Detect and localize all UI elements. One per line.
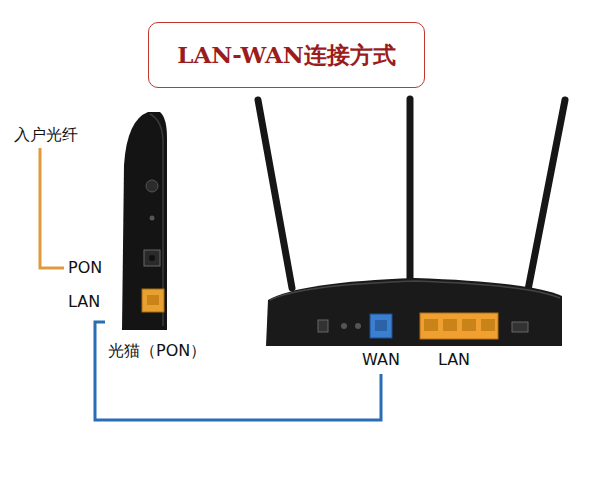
- port-label: LAN: [438, 350, 470, 369]
- title-box: LAN-WAN连接方式: [148, 22, 425, 88]
- port-label: LAN: [68, 292, 100, 311]
- fiber-line: [40, 148, 64, 268]
- fiber-label: 入户光纤: [14, 125, 78, 144]
- port-label: PON: [68, 258, 102, 277]
- modem-illustration: [122, 112, 167, 330]
- device-caption: 光猫（PON）: [108, 341, 206, 360]
- router-illustration: [258, 99, 565, 346]
- modem-node: 光猫（PON）: [105, 105, 235, 367]
- router-node: WAN LAN: [262, 92, 567, 374]
- port-label: WAN: [362, 350, 400, 369]
- title: LAN-WAN连接方式: [177, 40, 396, 71]
- cable-connector: [95, 322, 381, 420]
